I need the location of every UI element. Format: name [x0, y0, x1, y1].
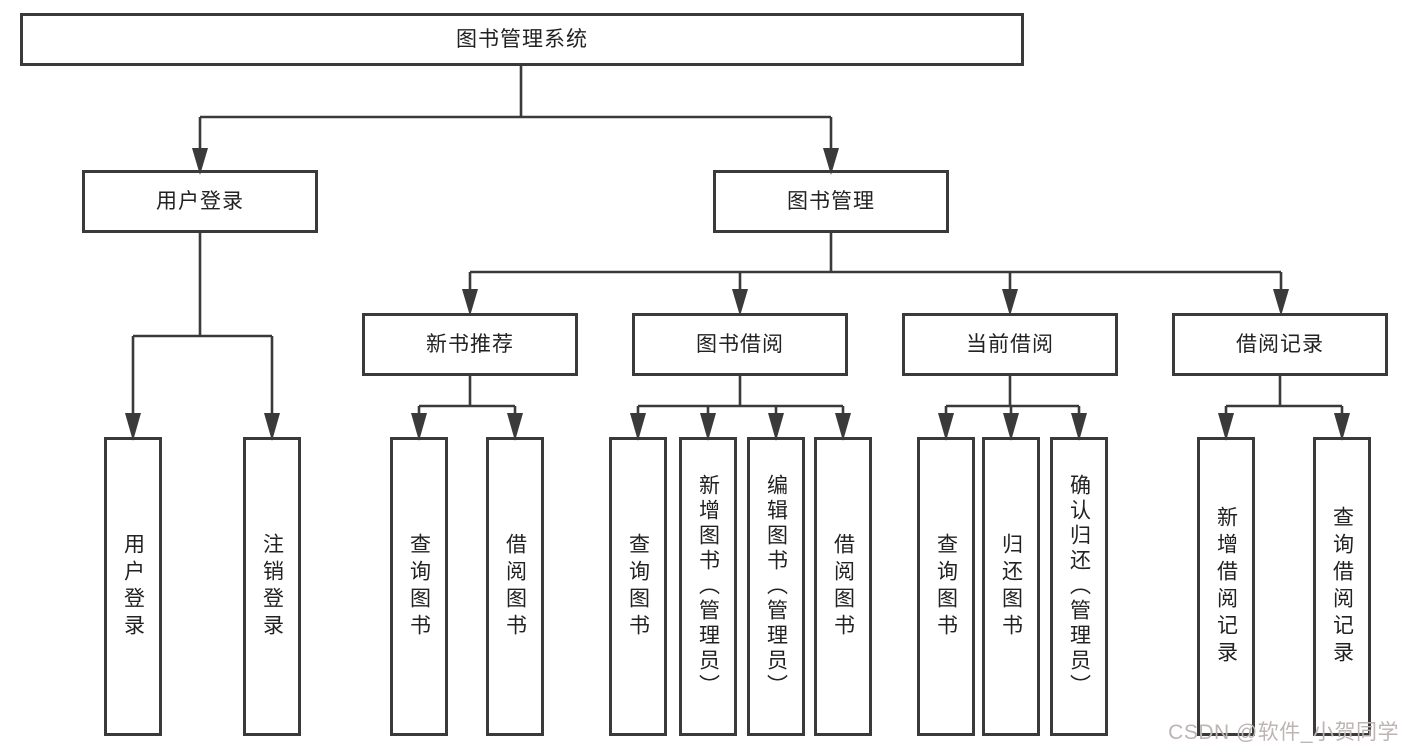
csdn-watermark: CSDN @软件_小贺同学: [1168, 721, 1399, 744]
node-new-book-recommend: 新书推荐: [362, 313, 578, 376]
node-leaf-borrow-books-recommend: 借阅图书: [486, 437, 544, 736]
node-borrow-records: 借阅记录: [1172, 313, 1388, 376]
node-leaf-query-books-current: 查询图书: [917, 437, 975, 736]
node-user-login: 用户登录: [82, 170, 318, 233]
node-current-borrow: 当前借阅: [902, 313, 1118, 376]
node-leaf-add-book-admin: 新增图书（管理员）: [679, 437, 737, 736]
node-leaf-logout: 注销登录: [243, 437, 301, 736]
node-leaf-borrow-books: 借阅图书: [814, 437, 872, 736]
node-leaf-return-book: 归还图书: [982, 437, 1040, 736]
node-book-borrow: 图书借阅: [632, 313, 848, 376]
node-leaf-query-borrow-record: 查询借阅记录: [1313, 437, 1371, 736]
node-leaf-add-borrow-record: 新增借阅记录: [1197, 437, 1255, 736]
node-leaf-query-books-recommend: 查询图书: [390, 437, 448, 736]
node-leaf-query-books-borrow: 查询图书: [609, 437, 667, 736]
node-library-management-system: 图书管理系统: [20, 13, 1024, 66]
node-leaf-confirm-return-admin: 确认归还（管理员）: [1050, 437, 1108, 736]
node-leaf-user-login: 用户登录: [104, 437, 162, 736]
node-book-management: 图书管理: [713, 170, 949, 233]
node-leaf-edit-book-admin: 编辑图书（管理员）: [747, 437, 805, 736]
